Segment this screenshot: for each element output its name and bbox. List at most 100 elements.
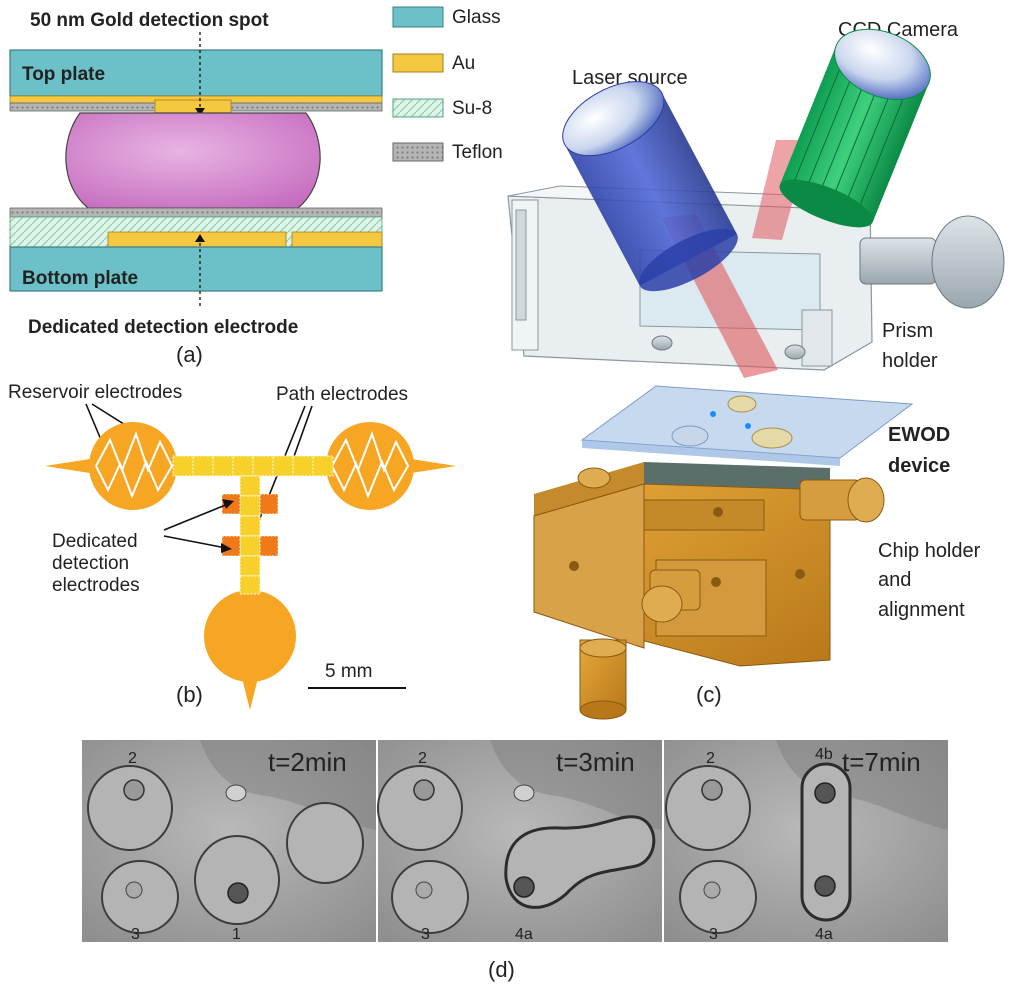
frame-2-spot-top xyxy=(513,784,535,802)
bottom-plate-label: Bottom plate xyxy=(22,268,138,289)
electrode-arrowhead xyxy=(195,234,205,242)
right-reservoir-zigzag xyxy=(331,431,410,499)
prism-label-line2: holder xyxy=(882,350,938,372)
droplet xyxy=(65,112,321,209)
chip-holder-block-top xyxy=(643,499,765,531)
left-reservoir-pad xyxy=(89,422,177,510)
bottom-glass xyxy=(9,246,383,292)
chip-holder-left-top xyxy=(534,462,644,516)
frame-2-drop-3 xyxy=(391,860,469,934)
legend-label-glass: Glass xyxy=(452,7,501,28)
frame-1-drop-1 xyxy=(194,835,280,925)
left-reservoir-spike xyxy=(45,458,96,474)
frame-1: t=2min 2 3 1 xyxy=(82,740,376,943)
panel-c: CCD Camera Laser source Prism holder xyxy=(507,19,1005,720)
chip-holder-left-face xyxy=(533,483,645,649)
frame-3-spot-4b xyxy=(814,782,836,804)
prism-label-line1: Prism xyxy=(882,320,933,342)
caption-b: (b) xyxy=(176,682,203,707)
caption-a: (a) xyxy=(176,342,203,367)
frame-3-label-4a: 4a xyxy=(815,926,833,943)
bottom-electrode-right xyxy=(291,231,383,248)
frame-2-drop-2 xyxy=(377,765,463,851)
prism-knob-shaft xyxy=(859,237,937,285)
dedicated-label-line1: Dedicated xyxy=(52,531,138,552)
chip-screw-top xyxy=(577,467,611,489)
detection-arrowhead-1 xyxy=(222,499,234,509)
top-plate-label: Top plate xyxy=(22,64,105,85)
frame-2-label-3: 3 xyxy=(421,926,430,943)
laser-cylinder-bottom xyxy=(638,228,738,292)
laser-lens xyxy=(562,81,665,157)
caption-d: (d) xyxy=(488,957,515,982)
ewod-dot-2 xyxy=(745,423,751,429)
frame-3-label-3: 3 xyxy=(709,926,718,943)
chip-label-line3: alignment xyxy=(878,599,965,621)
reservoir-label: Reservoir electrodes xyxy=(8,382,182,403)
prism-pin-right xyxy=(784,344,806,360)
laser-label: Laser source xyxy=(572,67,688,89)
frame-1-spot-2 xyxy=(123,779,145,801)
chip-label-line2: and xyxy=(878,569,911,591)
ccd-lens xyxy=(834,28,931,100)
frame-2: t=3min 2 3 4a xyxy=(377,740,662,943)
detection-arrows xyxy=(163,503,229,549)
legend-label-au: Au xyxy=(452,53,475,74)
ccd-cylinder-bottom xyxy=(779,179,874,228)
detection-arrowhead-2 xyxy=(221,543,232,553)
bottom-teflon-layer xyxy=(9,207,383,218)
frame-2-label-2: 2 xyxy=(418,750,427,767)
panel-a: 50 nm Gold detection spot Top plate Bott… xyxy=(9,6,503,367)
legend: Glass Au Su-8 Teflon xyxy=(392,6,503,163)
chip-screw-3 xyxy=(569,561,579,571)
frame-3-time: t=7min xyxy=(842,747,921,777)
chip-screw-4 xyxy=(795,569,805,579)
bottom-reservoir-pad xyxy=(204,590,296,682)
gold-detection-spot xyxy=(154,99,232,115)
frame-1-spot-3 xyxy=(125,881,143,899)
frame-2-merged-drop xyxy=(504,815,656,909)
dedicated-label-line3: electrodes xyxy=(52,575,140,596)
ewod-droplet-2 xyxy=(751,427,793,449)
frame-1-label-2: 2 xyxy=(128,750,137,767)
frame-3: t=7min 2 3 4b 4a xyxy=(664,740,948,943)
legend-label-su8: Su-8 xyxy=(452,98,492,119)
chip-screw-1 xyxy=(713,507,723,517)
path-electrodes xyxy=(172,455,334,595)
legend-swatch-au xyxy=(392,53,444,73)
frame-2-spot-3 xyxy=(415,881,433,899)
frame-1-spot-1 xyxy=(227,882,249,904)
scale-label: 5 mm xyxy=(325,661,373,682)
frame-1-time: t=2min xyxy=(268,747,347,777)
chip-knob-right xyxy=(847,477,885,523)
ccd-camera xyxy=(779,28,931,228)
frame-1-drop-3 xyxy=(101,860,179,934)
chip-post-bottom xyxy=(579,700,627,720)
frame-3-drop-2 xyxy=(665,765,751,851)
panel-b: Reservoir electrodes Path electrodes xyxy=(8,382,456,710)
bottom-reservoir-spike xyxy=(242,678,258,710)
prism-holder-foot xyxy=(801,309,833,367)
frame-3-elongated-drop xyxy=(800,762,852,922)
prism-pin-left xyxy=(651,335,673,351)
frame-3-spot-2 xyxy=(701,779,723,801)
chip-knob-front xyxy=(641,585,683,623)
frame-2-label-4a: 4a xyxy=(515,926,533,943)
chip-holder-top-plate xyxy=(644,462,830,490)
caption-c: (c) xyxy=(696,682,722,707)
legend-swatch-glass xyxy=(392,6,444,28)
legend-swatch-su8 xyxy=(392,98,444,118)
chip-screw-2 xyxy=(711,577,721,587)
frame-3-shadow xyxy=(776,740,948,830)
frame-3-spot-4a xyxy=(814,875,836,897)
legend-label-teflon: Teflon xyxy=(452,142,503,163)
frame-1-drop-right xyxy=(286,802,364,884)
dedicated-label-line2: detection xyxy=(52,553,129,574)
gold-spot-label: 50 nm Gold detection spot xyxy=(30,10,269,31)
ewod-glass-edge xyxy=(582,440,840,466)
ewod-label-line1: EWOD xyxy=(888,424,950,446)
frame-2-spot-4a xyxy=(513,876,535,898)
gold-spot-arrowhead xyxy=(195,108,205,116)
frame-2-spot-2 xyxy=(413,779,435,801)
ewod-droplet-1 xyxy=(671,425,709,447)
